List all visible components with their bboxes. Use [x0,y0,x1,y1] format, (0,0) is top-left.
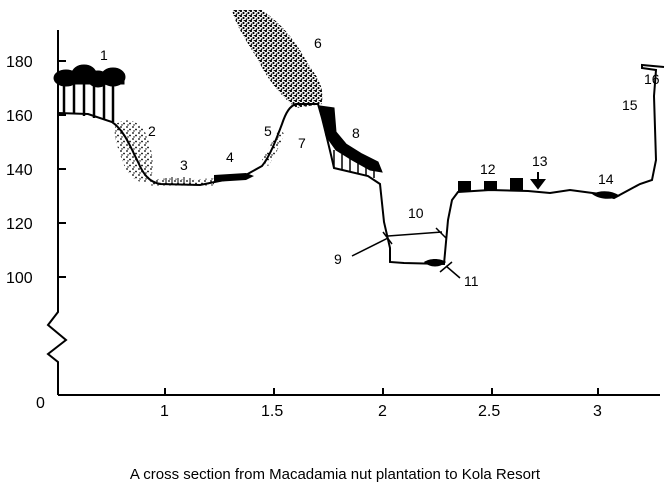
figure-caption: A cross section from Macadamia nut plant… [129,466,541,483]
terrain-profile-line [57,63,665,266]
feature-4 [214,173,254,182]
x-tick-label: 1.5 [261,403,283,420]
marker-label: 16 [644,71,660,87]
marker-label: 3 [180,157,188,173]
feature-14 [592,191,620,199]
marker-label: 8 [352,125,360,141]
marker-label: 9 [334,251,342,267]
x-tick-label: 1 [160,403,169,420]
y-tick-label: 120 [6,216,33,233]
marker-label: 5 [264,123,272,139]
buildings-12 [458,178,523,192]
marker-label: 4 [226,149,234,165]
forest-area-6 [232,10,323,108]
y-tick-label: 140 [6,162,33,179]
hatch-3 [165,177,191,185]
trees-8 [319,105,383,178]
marker-label: 7 [298,135,306,151]
trees-1 [53,64,126,122]
x-tick-label: 2 [378,403,387,420]
marker-label: 10 [408,205,424,221]
marker-label: 1 [100,47,108,63]
marker-label: 6 [314,35,322,51]
marker-label: 13 [532,153,548,169]
cross-section-diagram: 180 160 140 120 100 0 1 1.5 2 2.5 3 [6,10,665,420]
axes [46,30,660,396]
y-tick-label: 100 [6,270,33,287]
marker-label: 12 [480,161,496,177]
arrows-9-10 [351,227,461,279]
y-tick-label: 180 [6,54,33,71]
marker-label: 15 [622,97,638,113]
x-tick-label: 2.5 [478,403,500,420]
y-axis-line [46,30,68,395]
marker-label: 2 [148,123,156,139]
y-tick-label: 160 [6,108,33,125]
feature-11 [424,259,446,267]
arrow-13 [530,172,546,190]
marker-label: 11 [464,273,479,289]
marker-label: 14 [598,171,614,187]
x-tick-label: 3 [593,403,602,420]
origin-label: 0 [36,395,45,412]
